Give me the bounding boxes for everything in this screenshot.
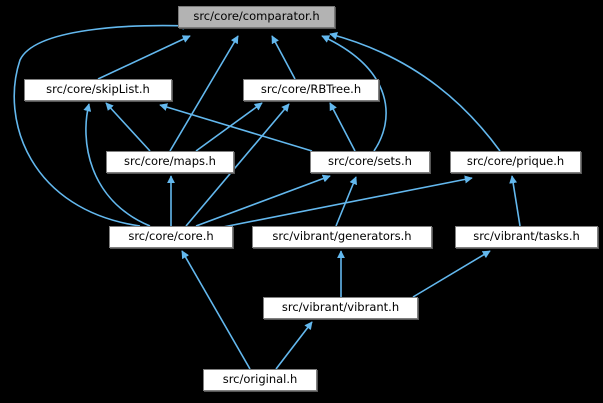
graph-node-label: src/core/RBTree.h	[260, 82, 362, 97]
graph-edge	[159, 103, 313, 152]
graph-edge	[329, 31, 501, 152]
graph-edge	[83, 103, 151, 227]
graph-edge	[321, 35, 387, 152]
graph-node-label: src/core/skipList.h	[46, 82, 150, 97]
graph-node-label: src/core/comparator.h	[193, 9, 320, 24]
graph-node-sets[interactable]: src/core/sets.h	[310, 151, 430, 173]
graph-node-label: src/core/maps.h	[124, 154, 216, 169]
graph-node-label: src/vibrant/vibrant.h	[281, 300, 400, 315]
graph-node-label: src/core/sets.h	[328, 154, 412, 169]
graph-edge	[13, 21, 191, 227]
graph-edge	[271, 35, 296, 80]
graph-edge	[105, 102, 151, 152]
graph-node-label: src/vibrant/tasks.h	[473, 229, 580, 244]
graph-node-label: src/vibrant/generators.h	[272, 229, 412, 244]
graph-node-comparator[interactable]: src/core/comparator.h	[178, 6, 335, 28]
graph-node-tasks[interactable]: src/vibrant/tasks.h	[455, 226, 598, 248]
graph-edge	[195, 102, 263, 152]
graph-edge	[97, 35, 191, 80]
graph-edge	[181, 250, 251, 370]
graph-node-label: src/original.h	[222, 372, 298, 387]
graph-edge	[329, 102, 356, 152]
graph-node-rbtree[interactable]: src/core/RBTree.h	[243, 79, 379, 101]
graph-edge	[335, 176, 357, 227]
graph-edge	[185, 103, 290, 227]
graph-node-original[interactable]: src/original.h	[203, 369, 317, 391]
graph-node-maps[interactable]: src/core/maps.h	[106, 151, 234, 173]
graph-node-vibrant[interactable]: src/vibrant/vibrant.h	[263, 297, 418, 319]
graph-edge	[169, 35, 239, 152]
graph-node-label: src/core/core.h	[128, 229, 214, 244]
graph-edge	[412, 250, 491, 298]
graph-node-label: src/core/prique.h	[466, 154, 565, 169]
graph-node-generators[interactable]: src/vibrant/generators.h	[252, 226, 432, 248]
graph-node-prique[interactable]: src/core/prique.h	[450, 151, 581, 173]
graph-node-skiplist[interactable]: src/core/skipList.h	[24, 79, 172, 101]
graph-edge	[509, 175, 521, 227]
graph-edge	[195, 174, 331, 227]
graph-edge	[275, 321, 313, 370]
graph-node-core[interactable]: src/core/core.h	[109, 226, 233, 248]
